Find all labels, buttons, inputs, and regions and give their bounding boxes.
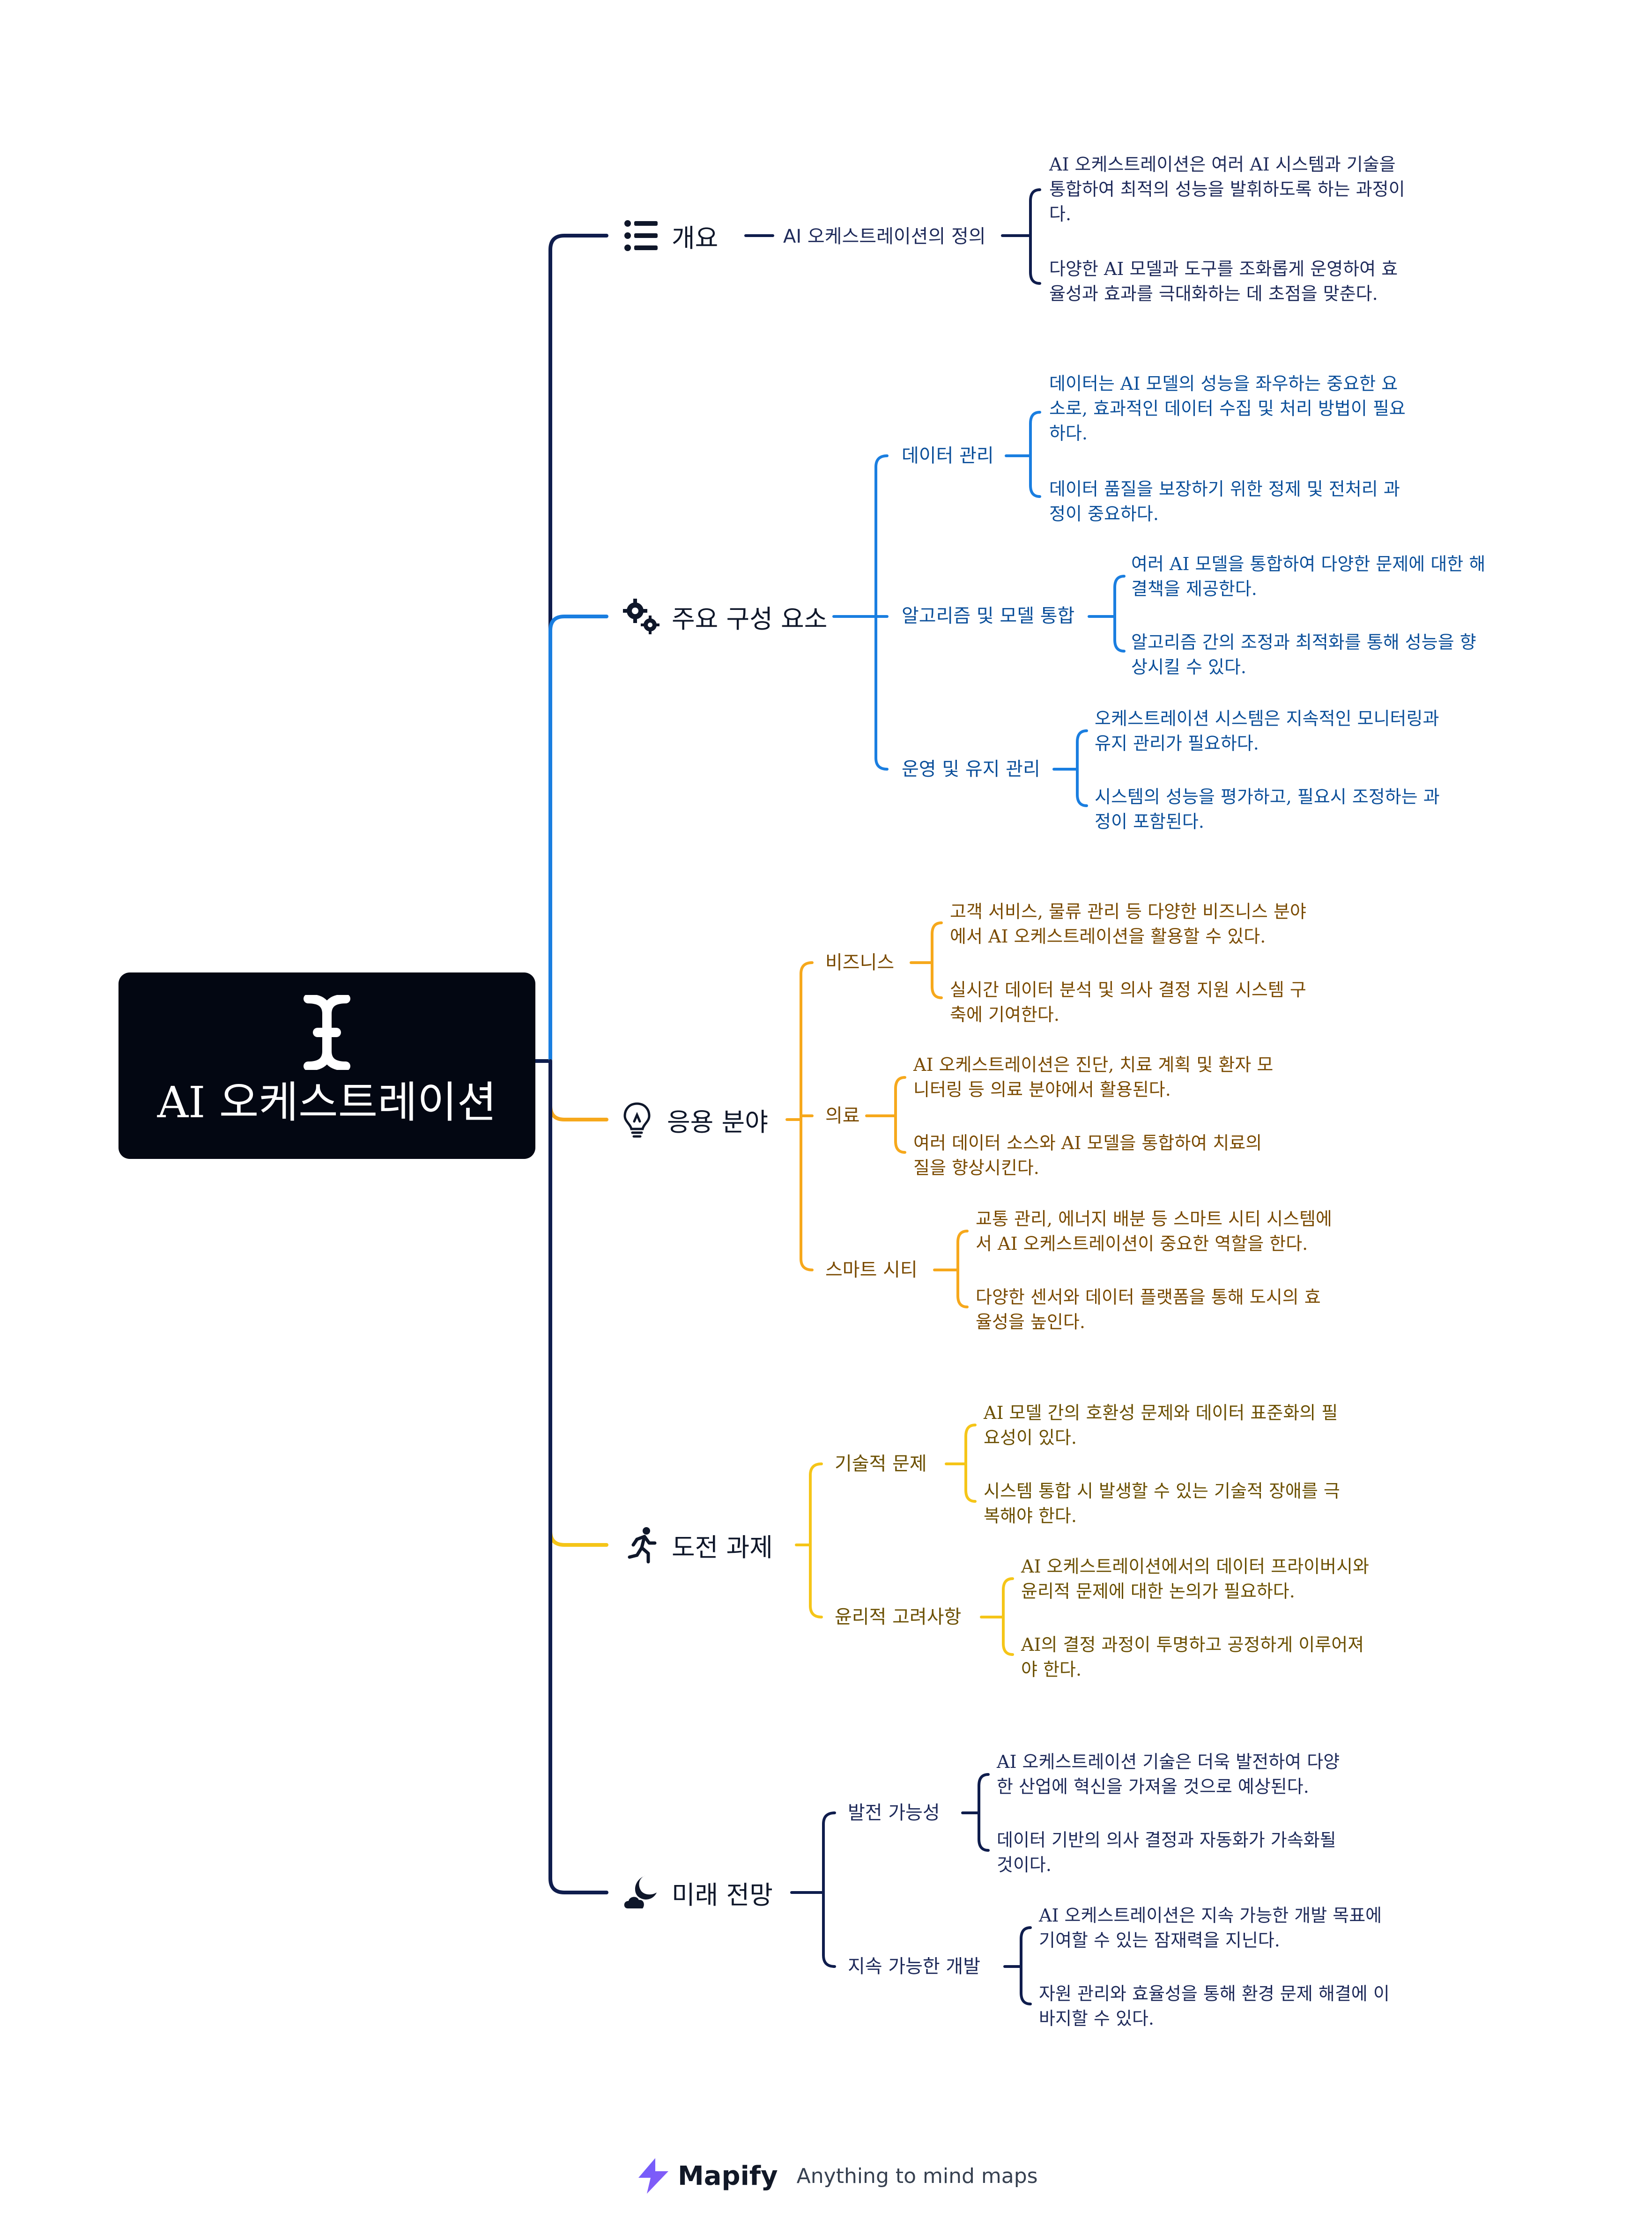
- leaf-text: 다양한 센서와 데이터 플랫폼을 통해 도시의 효 율성을 높인다.: [976, 1287, 1321, 1332]
- branch-key-components[interactable]: 주요 구성 요소: [623, 593, 827, 640]
- sub-topic[interactable]: 기술적 문제: [835, 1453, 927, 1475]
- leaf-text: 여러 데이터 소스와 AI 모델을 통합하여 치료의 질을 향상시킨다.: [913, 1133, 1262, 1178]
- branch-connector: [548, 1059, 608, 1547]
- sub-bracket: [809, 1462, 823, 1618]
- leaf-text: 데이터 기반의 의사 결정과 자동화가 가속화될 것이다.: [997, 1830, 1336, 1875]
- leaf-bracket: [931, 921, 943, 999]
- leaf-bracket: [1076, 729, 1088, 807]
- branch-future-outlook[interactable]: 미래 전망: [623, 1869, 773, 1916]
- footer-tagline: Anything to mind maps: [796, 2164, 1038, 2188]
- leaf-bracket: [894, 1076, 906, 1154]
- leaf-text: 알고리즘 간의 조정과 최적화를 통해 성능을 향 상시킬 수 있다.: [1131, 632, 1476, 677]
- list-icon: [623, 217, 660, 254]
- leaf-bracket: [1029, 188, 1041, 285]
- sub-bracket: [874, 454, 889, 771]
- leaf-text: AI 모델 간의 호환성 문제와 데이터 표준화의 필 요성이 있다.: [984, 1403, 1338, 1448]
- leaf-text: 여러 AI 모델을 통합하여 다양한 문제에 대한 해 결책을 제공한다.: [1131, 554, 1486, 599]
- sub-topic[interactable]: 지속 가능한 개발: [848, 1956, 981, 1977]
- leaf-text: 다양한 AI 모델과 도구를 조화롭게 운영하여 효 율성과 효과를 극대화하는…: [1049, 259, 1398, 304]
- branch-connector: [548, 615, 608, 1063]
- leaf-text: 데이터 품질을 보장하기 위한 정제 및 전처리 과 정이 중요하다.: [1049, 479, 1400, 524]
- sub-topic[interactable]: 알고리즘 및 모델 통합: [902, 605, 1075, 627]
- leaf-bracket: [956, 1230, 969, 1308]
- leaf-text: 교통 관리, 에너지 배분 등 스마트 시티 시스템에 서 AI 오케스트레이션…: [976, 1209, 1332, 1254]
- moon-cloud-icon: [623, 1874, 660, 1911]
- branch-applications[interactable]: 응용 분야: [618, 1096, 768, 1143]
- branch-connector: [548, 1059, 608, 1121]
- leaf-text: AI 오케스트레이션은 지속 가능한 개발 목표에 기여할 수 있는 잠재력을 …: [1039, 1905, 1382, 1951]
- root-node[interactable]: AI 오케스트레이션: [119, 972, 535, 1159]
- branch-challenges[interactable]: 도전 과제: [623, 1521, 773, 1568]
- gears-icon: [623, 598, 660, 635]
- sub-topic[interactable]: 운영 및 유지 관리: [902, 758, 1040, 780]
- root-title: AI 오케스트레이션: [157, 1077, 497, 1128]
- leaf-text: 오케스트레이션 시스템은 지속적인 모니터링과 유지 관리가 필요하다.: [1095, 708, 1439, 754]
- leaf-text: AI 오케스트레이션은 여러 AI 시스템과 기술을 통합하여 최적의 성능을 …: [1049, 154, 1405, 224]
- footer-branding: Mapify Anything to mind maps: [635, 2155, 1038, 2197]
- sub-topic[interactable]: 발전 가능성: [848, 1802, 940, 1824]
- branch-connector: [548, 1059, 608, 1894]
- leaf-bracket: [1002, 1577, 1014, 1656]
- leaf-text: 실시간 데이터 분석 및 의사 결정 지원 시스템 구 축에 기여한다.: [950, 980, 1306, 1025]
- footer-brand[interactable]: Mapify: [678, 2160, 778, 2191]
- branch-label: 도전 과제: [672, 1532, 773, 1562]
- text-cursor-icon: [304, 995, 350, 1070]
- sub-topic[interactable]: 데이터 관리: [902, 445, 994, 467]
- sub-topic[interactable]: 스마트 시티: [825, 1259, 918, 1281]
- sub-topic[interactable]: 윤리적 고려사항: [835, 1606, 962, 1628]
- branch-label: 개요: [672, 223, 719, 253]
- branch-label: 미래 전망: [672, 1880, 773, 1910]
- lightning-logo-icon: [638, 2158, 668, 2194]
- leaf-text: 데이터는 AI 모델의 성능을 좌우하는 중요한 요 소로, 효과적인 데이터 …: [1049, 373, 1406, 444]
- branch-label: 주요 구성 요소: [672, 604, 828, 634]
- leaf-bracket: [1020, 1926, 1032, 2005]
- leaf-text: 시스템의 성능을 평가하고, 필요시 조정하는 과 정이 포함된다.: [1095, 787, 1440, 832]
- leaf-bracket: [978, 1773, 990, 1852]
- leaf-bracket: [1113, 575, 1126, 653]
- sub-topic[interactable]: 비즈니스: [825, 952, 895, 973]
- sub-topic[interactable]: AI 오케스트레이션의 정의: [783, 226, 986, 247]
- branch-connector: [548, 234, 608, 1063]
- branch-label: 응용 분야: [667, 1107, 768, 1137]
- leaf-bracket: [964, 1424, 977, 1503]
- sub-topic[interactable]: 의료: [825, 1105, 860, 1127]
- leaf-text: 시스템 통합 시 발생할 수 있는 기술적 장애를 극 복해야 한다.: [984, 1481, 1340, 1526]
- leaf-text: AI 오케스트레이션은 진단, 치료 계획 및 환자 모 니터링 등 의료 분야…: [913, 1054, 1274, 1100]
- leaf-text: AI의 결정 과정이 투명하고 공정하게 이루어져 야 한다.: [1021, 1634, 1364, 1680]
- leaf-bracket: [1029, 411, 1041, 498]
- leaf-text: AI 오케스트레이션에서의 데이터 프라이버시와 윤리적 문제에 대한 논의가 …: [1021, 1556, 1369, 1602]
- running-person-icon: [623, 1526, 660, 1564]
- leaf-text: 자원 관리와 효율성을 통해 환경 문제 해결에 이 바지할 수 있다.: [1039, 1983, 1390, 2029]
- sub-bracket: [822, 1811, 836, 1968]
- sub-bracket: [800, 961, 814, 1271]
- lightbulb-icon: [618, 1101, 656, 1138]
- leaf-text: 고객 서비스, 물류 관리 등 다양한 비즈니스 분야 에서 AI 오케스트레이…: [950, 901, 1306, 947]
- branch-overview[interactable]: 개요: [623, 212, 718, 259]
- leaf-text: AI 오케스트레이션 기술은 더욱 발전하여 다양 한 산업에 혁신을 가져올 …: [997, 1751, 1340, 1797]
